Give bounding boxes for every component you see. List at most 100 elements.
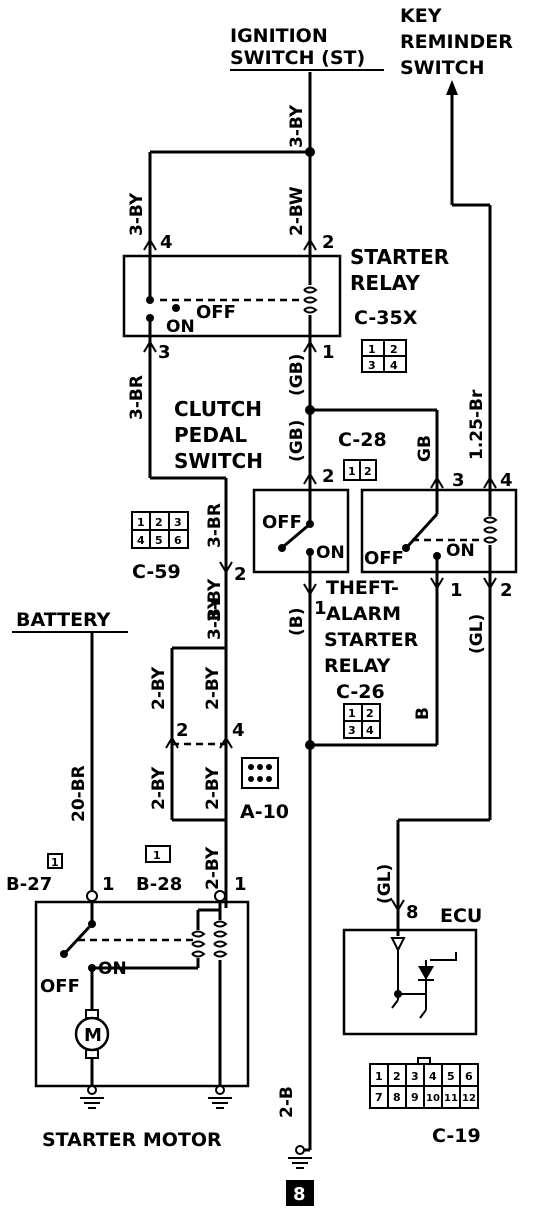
c19-pin: 2	[393, 1070, 401, 1083]
starter-motor-box	[34, 900, 250, 1088]
ignition-switch-label-1: IGNITION	[230, 25, 328, 47]
starter-off: OFF	[40, 976, 80, 997]
terminal-arrow-icon	[303, 472, 317, 485]
clutch-on: ON	[316, 543, 345, 563]
ecu-box	[342, 928, 478, 1036]
key-reminder-label-1: KEY	[400, 5, 442, 27]
wire-label-3by-left: 3-BY	[127, 192, 147, 236]
theft-coil-icon	[483, 516, 498, 544]
theft-pin3: 3	[452, 470, 465, 491]
c35x-pin: 1	[368, 343, 376, 356]
c19-pin: 11	[444, 1093, 458, 1104]
connector-pin-dot	[257, 764, 263, 770]
wire-label-2by-1: 2-BY	[149, 666, 169, 710]
c35x-pin: 2	[390, 343, 398, 356]
c59-pin: 6	[174, 534, 182, 547]
wire-label-3by-top: 3-BY	[287, 104, 307, 148]
b27-badge	[47, 853, 63, 869]
b28-label: B-28	[136, 874, 182, 895]
connector-c19-latch	[417, 1057, 431, 1065]
starter-relay-title-1: STARTER	[350, 245, 449, 269]
switch-contact-dot	[278, 544, 286, 552]
c59-pin: 5	[155, 534, 163, 547]
starter-pin1b: 1	[234, 874, 247, 895]
wire-label-b-paren: (B)	[287, 608, 307, 637]
terminal-arrow-icon	[303, 583, 317, 596]
ecu-internal	[430, 952, 457, 961]
starter-motor-label: STARTER MOTOR	[42, 1129, 222, 1151]
clutch-title-1: CLUTCH	[174, 397, 262, 421]
c35x-pin: 4	[390, 359, 398, 372]
relay-contact-dot	[146, 314, 154, 322]
wire-label-2by-3: 2-BY	[149, 766, 169, 810]
ground-terminal	[295, 1145, 305, 1155]
key-reminder-arrow-icon	[446, 80, 458, 95]
starter-relay-title-2: RELAY	[350, 271, 420, 295]
theft-pin2: 2	[500, 580, 513, 601]
starter-relay-off: OFF	[196, 302, 236, 323]
ecu-label: ECU	[440, 905, 482, 927]
ecu-transistor-icon	[418, 966, 434, 980]
wire-label-gb-right: GB	[415, 435, 435, 462]
wire-label-b-plain: B	[413, 707, 433, 720]
clutch-title-3: SWITCH	[174, 449, 263, 473]
c19-pin: 8	[393, 1091, 401, 1104]
connector-pin-dot	[257, 776, 263, 782]
relay-coil-icon	[303, 286, 318, 314]
ecu-pin8: 8	[406, 902, 419, 923]
c19-pin: 3	[411, 1070, 419, 1083]
wire-label-2bw: 2-BW	[287, 186, 307, 236]
ecu-ground-mark	[391, 999, 427, 1019]
starter-relay-pin4: 4	[160, 232, 173, 253]
terminal-arrow-icon	[430, 476, 444, 489]
starter-relay-connector-label: C-35X	[354, 307, 418, 329]
theft-title-1: THEFT-	[326, 577, 399, 599]
terminal-arrow-icon	[303, 238, 317, 251]
motor-letter: M	[84, 1025, 102, 1046]
starter-relay-pin1: 1	[322, 342, 335, 363]
c59-pin2: 2	[234, 564, 247, 585]
theft-title-3: STARTER	[324, 629, 419, 651]
theft-title-2: ALARM	[326, 603, 401, 625]
terminal-arrow-icon	[219, 736, 233, 749]
wire-label-125br: 1.25-Br	[467, 389, 487, 460]
clutch-title-2: PEDAL	[174, 423, 247, 447]
c19-pin: 9	[411, 1091, 419, 1104]
c19-pin: 6	[465, 1070, 473, 1083]
wire-label-2b: 2-B	[277, 1086, 297, 1118]
wire-label-3by-low: 3-BY	[205, 596, 225, 640]
wire-label-2by-5: 2-BY	[203, 846, 223, 890]
c28-pin: 1	[348, 465, 356, 478]
starter-pin1a: 1	[102, 874, 115, 895]
starter-relay-pin2: 2	[322, 232, 335, 253]
clutch-connector-label: C-28	[338, 429, 387, 451]
hold-in-coil-icon	[213, 920, 228, 958]
c28-pin: 2	[364, 465, 372, 478]
terminal-arrow-icon	[483, 577, 497, 590]
c59-pin: 3	[174, 516, 182, 529]
c26-pin: 3	[348, 724, 356, 737]
b27-badge-text: 1	[51, 856, 59, 869]
clutch-pin1: 1	[314, 598, 327, 619]
connector-pin-dot	[248, 764, 254, 770]
c19-pin: 7	[375, 1091, 383, 1104]
starter-relay-pin3: 3	[158, 342, 171, 363]
c19-label: C-19	[432, 1125, 481, 1147]
switch-contact-dot	[60, 950, 68, 958]
c26-pin: 4	[366, 724, 374, 737]
theft-connector-label: C-26	[336, 681, 385, 703]
c19-pin: 1	[375, 1070, 383, 1083]
c19-pin: 12	[462, 1093, 476, 1104]
wire-label-gb-b: (GB)	[287, 420, 307, 462]
clutch-switch-box	[252, 488, 350, 574]
key-reminder-label-2: REMINDER	[400, 31, 513, 53]
c19-pin: 4	[429, 1070, 437, 1083]
starter-relay-box	[122, 254, 342, 338]
terminal-circle	[214, 890, 226, 902]
wire-label-3br-left: 3-BR	[127, 375, 147, 420]
terminal-arrow-icon	[391, 899, 405, 912]
c26-pin: 2	[366, 707, 374, 720]
terminal-arrow-icon	[219, 561, 233, 574]
